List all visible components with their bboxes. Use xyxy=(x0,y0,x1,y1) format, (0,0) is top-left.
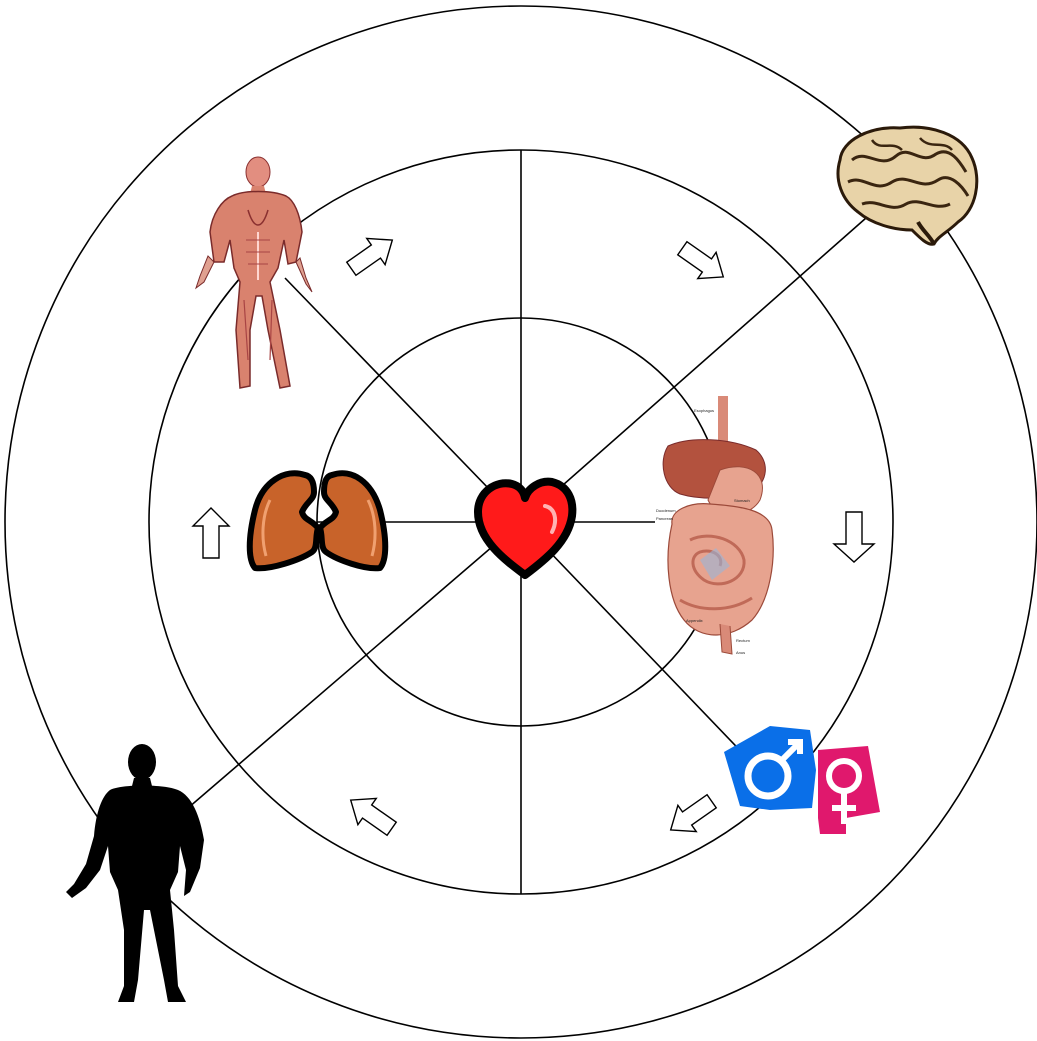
arrow-down xyxy=(834,512,874,562)
digestive-label: Anus xyxy=(736,650,745,655)
arrow-down-right xyxy=(673,235,732,290)
human-silhouette-icon xyxy=(66,744,204,1002)
digestive-label: Rectum xyxy=(736,638,750,643)
digestive-label: Esophagus xyxy=(694,408,714,413)
arrow-up-right xyxy=(342,227,401,282)
arrow-up xyxy=(193,508,229,558)
digestive-label: Appendix xyxy=(686,618,703,623)
arrow-down-left xyxy=(662,788,721,843)
brain-icon xyxy=(838,127,977,244)
digestive-label: Stomach xyxy=(734,498,750,503)
muscular-system-icon xyxy=(196,157,312,388)
arrow-up-left xyxy=(342,787,401,842)
digestive-label: Duodenum xyxy=(656,508,676,513)
digestive-label: Pancreas xyxy=(656,516,673,521)
digestive-system-icon: Esophagus Duodenum Pancreas Stomach Rect… xyxy=(656,396,773,655)
